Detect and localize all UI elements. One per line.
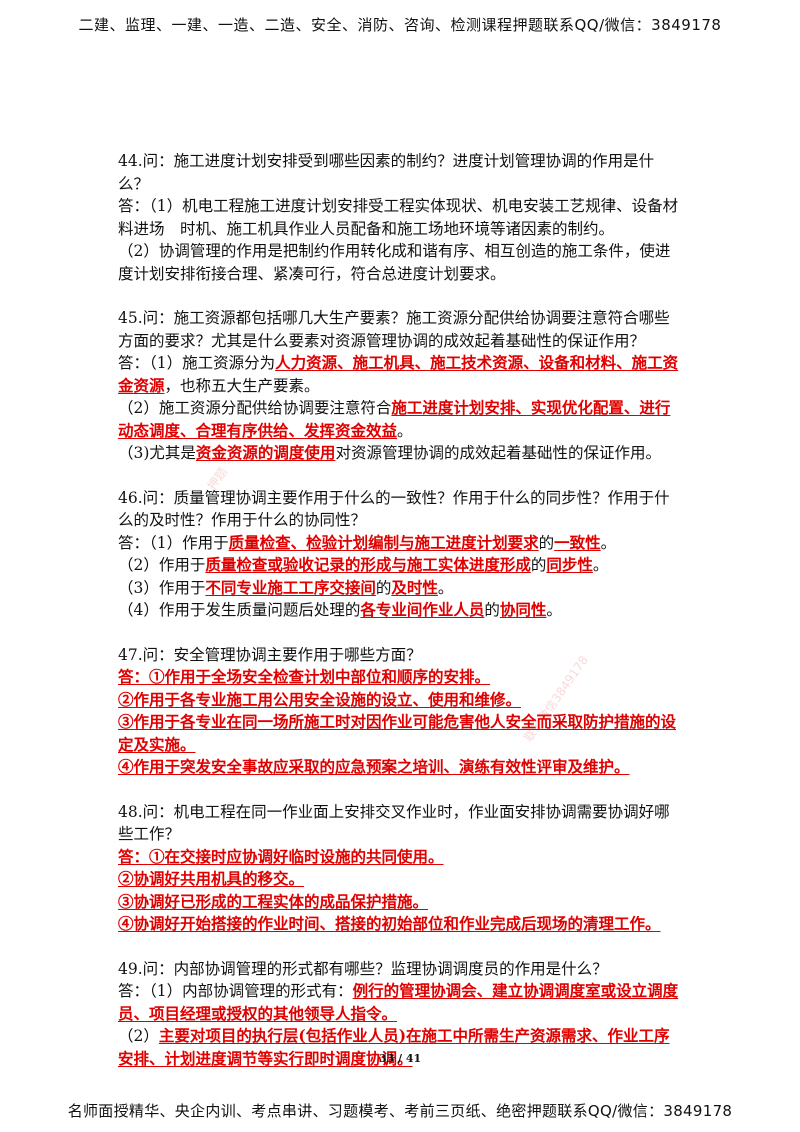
highlighted-answer: ②协调好共用机具的移交。 xyxy=(118,869,305,888)
text-span: （4）作用于发生质量问题后处理的 xyxy=(118,601,361,619)
highlighted-answer: 质量检查、检验计划编制与施工进度计划要求 xyxy=(228,532,539,552)
highlighted-answer: 答：①在交接时应协调好临时设施的共同使用。 xyxy=(118,846,444,866)
answer-line: （3）作用于不同专业施工工序交接间的及时性。 xyxy=(118,577,684,600)
text-span: （3)尤其是 xyxy=(118,444,196,462)
question-text: 47.问：安全管理协调主要作用于哪些方面？ xyxy=(118,644,684,667)
question-text: 49.问：内部协调管理的形式都有哪些？监理协调调度员的作用是什么？ xyxy=(118,958,684,981)
text-span: 45.问：施工资源都包括哪几大生产要素？施工资源分配供给协调要注意符合哪些方面的… xyxy=(118,309,670,350)
answer-line: 答：（1）作用于质量检查、检验计划编制与施工进度计划要求的一致性。 xyxy=(118,532,684,555)
highlighted-answer: 主要对项目的执行层(包括作业人员)在施工中所需生产资源需求、作业工序安排、计划进… xyxy=(118,1026,670,1068)
highlighted-answer: ②作用于各专业施工用公用安全设施的设立、使用和维修。 xyxy=(118,689,522,709)
qa-block: 46.问：质量管理协调主要作用于什么的一致性？作用于什么的同步性？作用于什么的及… xyxy=(118,487,684,622)
text-span: 49.问：内部协调管理的形式都有哪些？监理协调调度员的作用是什么？ xyxy=(118,959,608,978)
text-span: 。 xyxy=(592,556,609,574)
text-span: （3）作用于 xyxy=(118,578,206,597)
text-span: （2） xyxy=(118,1027,159,1045)
highlighted-answer: ④作用于突发安全事故应采取的应急预案之培训、演练有效性评审及维护。 xyxy=(118,757,630,776)
qa-block: 47.问：安全管理协调主要作用于哪些方面？ 答：①作用于全场安全检查计划中部位和顺… xyxy=(118,644,684,779)
text-span: 答：（1）施工资源分为 xyxy=(118,354,276,372)
text-span: 44.问：施工进度计划安排受到哪些因素的制约？进度计划管理协调的作用是什么？ xyxy=(118,152,655,193)
answer-line: ②协调好共用机具的移交。 xyxy=(118,868,684,891)
text-span: 47.问：安全管理协调主要作用于哪些方面？ xyxy=(118,645,422,664)
text-span: 。 xyxy=(546,601,562,619)
text-span: 答：（1）作用于 xyxy=(118,533,229,552)
text-span: ，也称五大生产要素。 xyxy=(164,376,320,395)
qa-block: 44.问：施工进度计划安排受到哪些因素的制约？进度计划管理协调的作用是什么？答：… xyxy=(118,150,684,285)
highlighted-answer: 例行的管理协调会、建立协调调度室或设立调度员、项目经理或授权的其他领导人指令。 xyxy=(118,981,679,1023)
answer-line: ②作用于各专业施工用公用安全设施的设立、使用和维修。 xyxy=(118,689,684,712)
answer-line: （2）作用于质量检查或验收记录的形成与施工实体进度形成的同步性。 xyxy=(118,554,684,577)
answer-line: 答：（1）施工资源分为人力资源、施工机具、施工技术资源、设备和材料、施工资金资源… xyxy=(118,352,684,397)
highlighted-answer: 施工进度计划安排、实现优化配置、进行动态调度、合理有序供给、发挥资金效益 xyxy=(118,398,671,440)
highlighted-answer: 各专业间作业人员 xyxy=(360,600,485,619)
highlighted-answer: 资金资源的调度使用 xyxy=(195,443,336,462)
highlighted-answer: 及时性 xyxy=(391,577,438,597)
text-span: （2）协调管理的作用是把制约作用转化成和谐有序、相互创造的施工条件，使进度计划安… xyxy=(118,242,671,283)
text-span: 的 xyxy=(538,533,555,552)
text-span: 。 xyxy=(437,578,454,597)
answer-line: （2）施工资源分配供给协调要注意符合施工进度计划安排、实现优化配置、进行动态调度… xyxy=(118,397,684,442)
answer-line: ④作用于突发安全事故应采取的应急预案之培训、演练有效性评审及维护。 xyxy=(118,756,684,779)
qa-block: 49.问：内部协调管理的形式都有哪些？监理协调调度员的作用是什么？ 答：（1）内部… xyxy=(118,958,684,1071)
highlighted-answer: ③协调好已形成的工程实体的成品保护措施。 xyxy=(118,891,429,911)
highlighted-answer: 不同专业施工工序交接间 xyxy=(205,577,376,597)
text-span: 的 xyxy=(530,556,547,574)
question-text: 46.问：质量管理协调主要作用于什么的一致性？作用于什么的同步性？作用于什么的及… xyxy=(118,487,684,532)
answer-line: 答：（1）内部协调管理的形式有：例行的管理协调会、建立协调调度室或设立调度员、项… xyxy=(118,980,684,1025)
text-span: 的 xyxy=(484,601,500,619)
text-span: 对资源管理协调的成效起着基础性的保证作用。 xyxy=(335,444,661,462)
answer-line: 答：（1）机电工程施工进度计划安排受工程实体现状、机电安装工艺规律、设备材料进场… xyxy=(118,195,684,240)
highlighted-answer: 人力资源、施工机具、施工技术资源、设备和材料、施工资金资源 xyxy=(118,353,679,395)
page-number: 33 / 41 xyxy=(378,1052,422,1065)
answer-line: 答：①在交接时应协调好临时设施的共同使用。 xyxy=(118,846,684,869)
highlighted-answer: ③作用于各专业在同一场所施工时对因作业可能危害他人安全而采取防护措施的设定及实施… xyxy=(118,712,677,754)
document-body: 44.问：施工进度计划安排受到哪些因素的制约？进度计划管理协调的作用是什么？答：… xyxy=(118,150,684,1092)
answer-line: （4）作用于发生质量问题后处理的各专业间作业人员的协同性。 xyxy=(118,599,684,622)
text-span: 46.问：质量管理协调主要作用于什么的一致性？作用于什么的同步性？作用于什么的及… xyxy=(118,488,670,530)
highlighted-answer: ④协调好开始搭接的作业时间、搭接的初始部位和作业完成后现场的清理工作。 xyxy=(118,914,661,933)
qa-block: 45.问：施工资源都包括哪几大生产要素？施工资源分配供给协调要注意符合哪些方面的… xyxy=(118,307,684,465)
answer-line: （2）主要对项目的执行层(包括作业人员)在施工中所需生产资源需求、作业工序安排、… xyxy=(118,1025,684,1070)
text-span: 。 xyxy=(397,421,413,440)
text-span: （2）施工资源分配供给协调要注意符合 xyxy=(118,399,392,417)
answer-line: ③作用于各专业在同一场所施工时对因作业可能危害他人安全而采取防护措施的设定及实施… xyxy=(118,711,684,756)
text-span: 48.问：机电工程在同一作业面上安排交叉作业时，作业面安排协调需要协调好哪些工作… xyxy=(118,802,670,844)
answer-line: （2）协调管理的作用是把制约作用转化成和谐有序、相互创造的施工条件，使进度计划安… xyxy=(118,240,684,285)
qa-block: 48.问：机电工程在同一作业面上安排交叉作业时，作业面安排协调需要协调好哪些工作… xyxy=(118,801,684,936)
answer-line: 答：①作用于全场安全检查计划中部位和顺序的安排。 xyxy=(118,666,684,689)
highlighted-answer: 协同性 xyxy=(499,600,547,619)
text-span: 答：（1）内部协调管理的形式有： xyxy=(118,982,353,1000)
question-text: 48.问：机电工程在同一作业面上安排交叉作业时，作业面安排协调需要协调好哪些工作… xyxy=(118,801,684,846)
answer-line: ④协调好开始搭接的作业时间、搭接的初始部位和作业完成后现场的清理工作。 xyxy=(118,913,684,936)
highlighted-answer: 质量检查或验收记录的形成与施工实体进度形成 xyxy=(205,555,531,574)
question-text: 45.问：施工资源都包括哪几大生产要素？施工资源分配供给协调要注意符合哪些方面的… xyxy=(118,307,684,352)
text-span: 答：（1）机电工程施工进度计划安排受工程实体现状、机电安装工艺规律、设备材料进场… xyxy=(118,197,679,238)
question-text: 44.问：施工进度计划安排受到哪些因素的制约？进度计划管理协调的作用是什么？ xyxy=(118,150,684,195)
page-header: 二建、监理、一建、一造、二造、安全、消防、咨询、检测课程押题联系QQ/微信：38… xyxy=(78,16,722,34)
page-footer: 名师面授精华、央企内训、考点串讲、习题模考、考前三页纸、绝密押题联系QQ/微信：… xyxy=(67,1102,733,1120)
text-span: 的 xyxy=(375,578,392,597)
answer-line: （3)尤其是资金资源的调度使用对资源管理协调的成效起着基础性的保证作用。 xyxy=(118,442,684,465)
highlighted-answer: 答：①作用于全场安全检查计划中部位和顺序的安排。 xyxy=(118,667,491,686)
answer-line: ③协调好已形成的工程实体的成品保护措施。 xyxy=(118,891,684,914)
highlighted-answer: 一致性 xyxy=(554,532,601,552)
text-span: 。 xyxy=(600,533,617,552)
highlighted-answer: 同步性 xyxy=(546,555,593,574)
text-span: （2）作用于 xyxy=(118,556,206,574)
